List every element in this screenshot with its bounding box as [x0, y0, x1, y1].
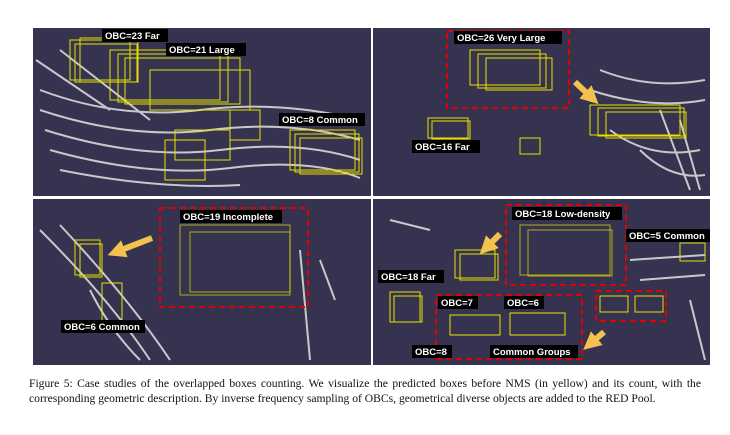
label-common-groups: Common Groups [490, 345, 578, 358]
label-obc23: OBC=23 Far [102, 29, 168, 42]
label-obc6-common: OBC=6 Common [61, 320, 145, 333]
svg-text:Common Groups: Common Groups [493, 347, 571, 358]
figure-panels: OBC=23 Far OBC=21 Large OBC=8 Common [33, 28, 710, 365]
label-obc8-group: OBC=8 [412, 345, 452, 358]
pool-suffix: Pool. [628, 392, 656, 405]
label-obc7: OBC=7 [438, 296, 478, 309]
svg-text:OBC=16 Far: OBC=16 Far [415, 142, 470, 153]
svg-text:OBC=7: OBC=7 [441, 298, 473, 309]
label-obc18-far: OBC=18 Far [378, 270, 444, 283]
svg-text:OBC=26 Very Large: OBC=26 Very Large [457, 33, 545, 44]
pool-name: RED [605, 392, 629, 405]
panel-top-left: OBC=23 Far OBC=21 Large OBC=8 Common [33, 28, 371, 196]
svg-text:OBC=18 Low-density: OBC=18 Low-density [515, 209, 611, 220]
panel-top-right: OBC=26 Very Large OBC=16 Far [373, 28, 710, 196]
svg-text:OBC=5 Common: OBC=5 Common [629, 231, 705, 242]
panel-bottom-right: OBC=18 Low-density OBC=5 Common OBC=18 F… [373, 199, 710, 365]
svg-text:OBC=6 Common: OBC=6 Common [64, 322, 140, 333]
svg-text:OBC=8: OBC=8 [415, 347, 447, 358]
label-obc5-common: OBC=5 Common [626, 229, 710, 242]
svg-text:OBC=19 Incomplete: OBC=19 Incomplete [183, 212, 273, 223]
svg-text:OBC=6: OBC=6 [507, 298, 539, 309]
label-obc8: OBC=8 Common [279, 113, 365, 126]
figure-caption: Figure 5: Case studies of the overlapped… [29, 376, 701, 406]
label-obc6: OBC=6 [504, 296, 544, 309]
panel-bottom-left: OBC=19 Incomplete OBC=6 Common [33, 199, 371, 365]
label-obc16: OBC=16 Far [412, 140, 480, 153]
svg-text:OBC=18 Far: OBC=18 Far [381, 272, 436, 283]
svg-text:OBC=21 Large: OBC=21 Large [169, 45, 235, 56]
svg-text:OBC=8 Common: OBC=8 Common [282, 115, 358, 126]
caption-text: Figure 5: Case studies of the overlapped… [29, 377, 701, 405]
label-obc26: OBC=26 Very Large [454, 31, 562, 44]
label-obc19: OBC=19 Incomplete [180, 210, 282, 223]
label-obc18-low-density: OBC=18 Low-density [512, 207, 622, 220]
svg-text:OBC=23 Far: OBC=23 Far [105, 31, 160, 42]
label-obc21: OBC=21 Large [166, 43, 246, 56]
